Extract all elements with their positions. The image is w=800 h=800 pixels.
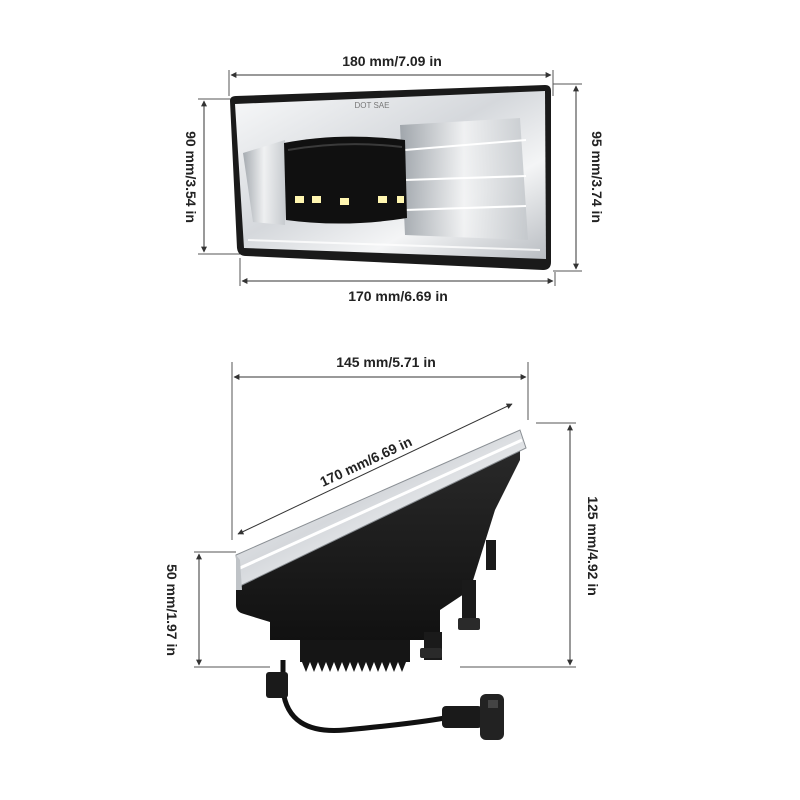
width-bottom-label: 170 mm/6.69 in — [348, 288, 448, 304]
wire-harness — [280, 660, 446, 733]
led-chip — [397, 196, 404, 203]
led-chip — [378, 196, 387, 203]
diagonal-dimension-line — [237, 403, 513, 535]
height-right-label: 95 mm/3.74 in — [589, 131, 605, 223]
height-left-label: 90 mm/3.54 in — [183, 131, 199, 223]
depth-top-label: 145 mm/5.71 in — [336, 354, 436, 370]
led-chip — [312, 196, 321, 203]
side-housing — [236, 440, 520, 640]
connector-plug — [442, 706, 482, 728]
side-view: 145 mm/5.71 in 170 mm/6.69 in 125 mm/4.9… — [164, 354, 601, 740]
led-chip — [340, 198, 349, 205]
led-chip — [295, 196, 304, 203]
harness-grommet — [266, 672, 288, 698]
lens-mark-text: DOT SAE — [355, 101, 390, 110]
front-led-module — [284, 136, 407, 224]
mounting-post — [462, 580, 476, 628]
diagonal-label: 170 mm/6.69 in — [317, 433, 414, 490]
side-lamp — [235, 429, 527, 740]
width-top-label: 180 mm/7.09 in — [342, 53, 442, 69]
mounting-post — [486, 540, 496, 570]
heatsink-fins — [300, 640, 410, 672]
front-lamp: DOT SAE — [230, 85, 551, 270]
front-view: 180 mm/7.09 in 90 mm/3.54 in 95 mm/3.74 … — [183, 53, 605, 304]
height-right-side-label: 125 mm/4.92 in — [585, 496, 601, 596]
height-left-side-label: 50 mm/1.97 in — [164, 564, 180, 656]
